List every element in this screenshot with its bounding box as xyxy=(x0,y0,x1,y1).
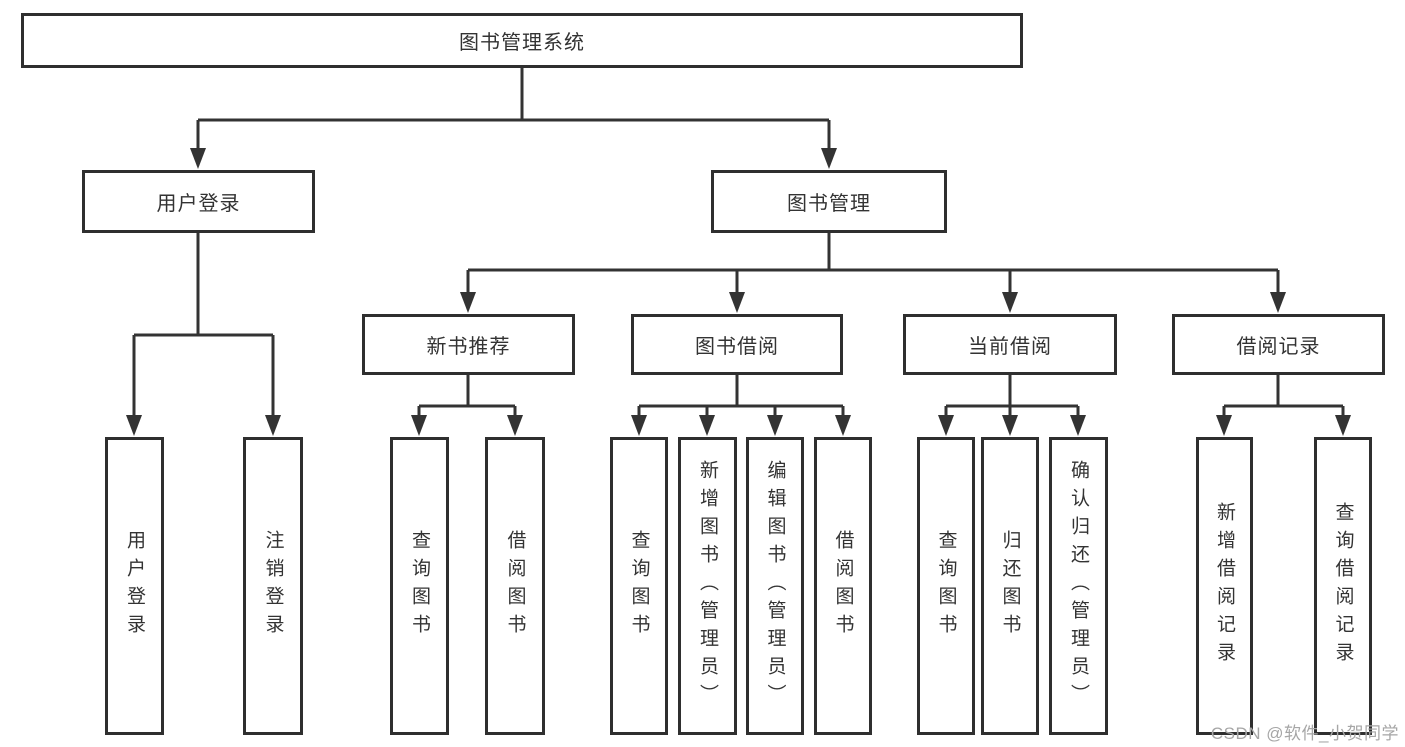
leaf-cur-confirm-return-admin-label: 确认归还（管理员） xyxy=(1068,460,1089,712)
leaf-bor-edit-book-admin: 编辑图书（管理员） xyxy=(746,437,804,735)
leaf-user-login-label: 用户登录 xyxy=(124,530,145,642)
node-new-book-recommend: 新书推荐 xyxy=(362,314,575,375)
leaf-cur-query-book-label: 查询图书 xyxy=(935,530,957,642)
leaf-record-add-label: 新增借阅记录 xyxy=(1214,502,1235,670)
csdn-watermark: CSDN @软件_小贺同学 xyxy=(1210,724,1399,743)
leaf-rec-query-book-label: 查询图书 xyxy=(409,530,430,642)
leaf-bor-query-book-label: 查询图书 xyxy=(628,530,650,642)
leaf-record-add: 新增借阅记录 xyxy=(1196,437,1253,735)
node-borrow-record: 借阅记录 xyxy=(1172,314,1385,375)
leaf-bor-add-book-admin: 新增图书（管理员） xyxy=(678,437,737,735)
arrowheads xyxy=(126,148,1351,436)
node-root: 图书管理系统 xyxy=(21,13,1023,68)
leaf-logout: 注销登录 xyxy=(243,437,303,735)
node-user-login: 用户登录 xyxy=(82,170,315,233)
leaf-bor-borrow-book: 借阅图书 xyxy=(814,437,872,735)
leaf-record-query: 查询借阅记录 xyxy=(1314,437,1372,735)
node-book-management: 图书管理 xyxy=(711,170,947,233)
leaf-cur-query-book: 查询图书 xyxy=(917,437,975,735)
leaf-bor-borrow-book-label: 借阅图书 xyxy=(832,530,854,642)
leaf-rec-borrow-book-label: 借阅图书 xyxy=(504,530,526,642)
leaf-bor-query-book: 查询图书 xyxy=(610,437,668,735)
node-current-borrow: 当前借阅 xyxy=(903,314,1117,375)
leaf-rec-borrow-book: 借阅图书 xyxy=(485,437,545,735)
leaf-rec-query-book: 查询图书 xyxy=(390,437,449,735)
node-book-borrow: 图书借阅 xyxy=(631,314,843,375)
leaf-record-query-label: 查询借阅记录 xyxy=(1332,502,1354,670)
leaf-user-login: 用户登录 xyxy=(105,437,164,735)
leaf-cur-return-book: 归还图书 xyxy=(981,437,1039,735)
leaf-logout-label: 注销登录 xyxy=(262,530,284,642)
leaf-cur-confirm-return-admin: 确认归还（管理员） xyxy=(1049,437,1108,735)
leaf-bor-add-book-admin-label: 新增图书（管理员） xyxy=(697,460,718,712)
leaf-bor-edit-book-admin-label: 编辑图书（管理员） xyxy=(764,460,786,712)
leaf-cur-return-book-label: 归还图书 xyxy=(999,530,1021,642)
